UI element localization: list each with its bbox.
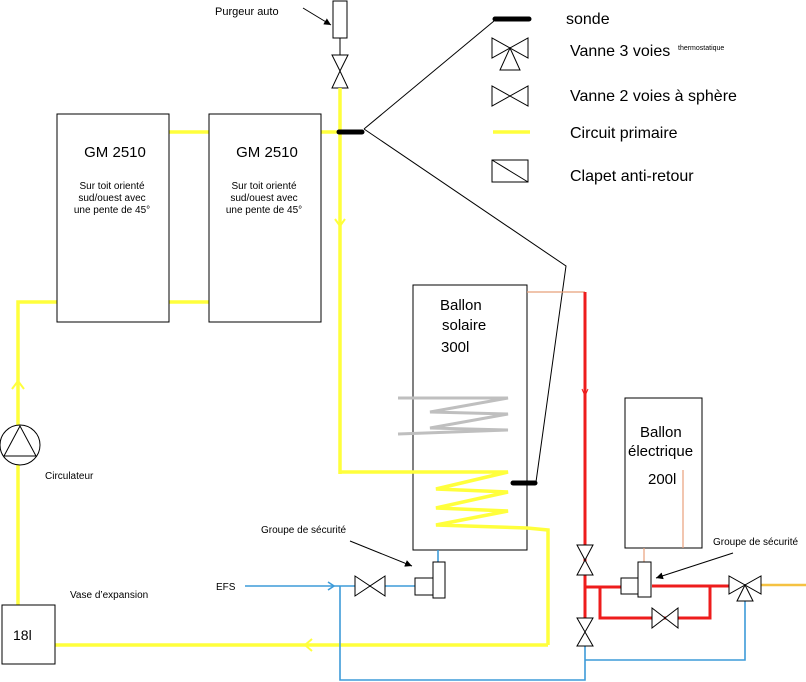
hot-bypass-pipe — [598, 584, 730, 620]
sensor-wire-to-tank — [363, 128, 567, 483]
valve-triangle — [743, 575, 762, 595]
legend-sonde-label: sonde — [566, 11, 610, 28]
air-vent-body — [332, 0, 348, 39]
solar-tank-safety-group: Groupe de sécurité — [261, 525, 446, 599]
legend-2-way-valve-icon — [491, 85, 529, 107]
hot-line-ball-valve-icon — [576, 544, 594, 576]
collector-desc-line: sud/ouest avec — [78, 193, 145, 204]
legend-2-way-valve-label: Vanne 2 voies à sphère — [570, 88, 737, 105]
air-vent-pointer-arrow — [302, 7, 332, 26]
expansion-vessel-body — [1, 604, 56, 665]
valve-triangle — [369, 575, 386, 597]
hot-flow-arrow-down — [581, 388, 589, 398]
check-valve-diagonal — [491, 159, 529, 183]
circulator-label: Circulateur — [45, 471, 94, 482]
solar-tank-primary-coil — [340, 470, 550, 645]
expansion-vessel-label: Vase d’expansion — [70, 590, 148, 601]
primary-flow-arrow-up — [11, 379, 25, 390]
legend-primary-circuit-label: Circuit primaire — [570, 125, 678, 142]
safety-group-body — [414, 577, 434, 596]
air-vent-label: Purgeur auto — [215, 6, 279, 18]
collector-2: GM 2510 Sur toit orienté sud/ouest avec … — [208, 113, 322, 323]
thermostatic-3-way-valve-icon — [728, 575, 762, 602]
primary-pipe-return-left — [16, 300, 57, 605]
safety-group-body — [432, 561, 446, 599]
valve-triangle — [331, 69, 349, 89]
cold-pipe-to-mixing-valve — [585, 600, 746, 661]
collector-panel — [56, 113, 170, 323]
collector-model: GM 2510 — [84, 144, 146, 161]
expansion-vessel-volume: 18l — [13, 627, 32, 643]
air-vent: Purgeur auto — [215, 0, 349, 89]
safety-group-label: Groupe de sécurité — [261, 525, 346, 536]
electric-tank-label-line: électrique — [628, 443, 693, 460]
electric-tank-content: Ballon électrique 200l — [628, 424, 693, 488]
expansion-vessel: Vase d’expansion 18l — [1, 590, 148, 665]
valve-triangle — [508, 85, 529, 107]
collector-desc-line: une pente de 45° — [226, 205, 302, 216]
legend-check-valve-label: Clapet anti-retour — [570, 168, 694, 185]
valve-triangle — [491, 37, 512, 59]
valve-triangle — [736, 583, 754, 602]
collector-1: GM 2510 Sur toit orienté sud/ouest avec … — [56, 113, 170, 323]
primary-flow-arrow-left — [303, 638, 313, 652]
sensor-wiring — [363, 20, 567, 483]
collector-desc-line: Sur toit orienté — [231, 181, 296, 192]
collector-desc-line: une pente de 45° — [74, 205, 150, 216]
circulator-triangle — [3, 424, 37, 457]
valve-triangle — [331, 54, 349, 73]
valve-triangle — [728, 575, 747, 595]
safety-group-body — [620, 577, 639, 595]
primary-flow-arrow-down — [334, 218, 346, 228]
bypass-ball-valve-icon — [651, 606, 679, 630]
valve-triangle — [576, 558, 594, 576]
valve-triangle — [576, 544, 594, 562]
cold-inlet-ball-valve-icon — [354, 575, 386, 597]
valve-triangle — [499, 46, 521, 71]
air-vent-valve-icon — [331, 54, 349, 89]
solar-tank-auxiliary-coil — [397, 396, 509, 436]
collector-desc-line: Sur toit orienté — [79, 181, 144, 192]
valve-triangle — [508, 37, 529, 59]
legend: sonde Vanne 3 voies thermostatique Vanne… — [491, 11, 737, 185]
solar-tank — [412, 284, 528, 551]
electric-tank-safety-group: Groupe de sécurité — [620, 537, 798, 598]
solar-tank-content: Ballon solaire 300l — [397, 297, 538, 486]
electric-tank-label-line: Ballon — [640, 424, 682, 441]
solar-tank-label-line: solaire — [442, 317, 486, 334]
legend-3-way-valve-note: thermostatique — [678, 45, 724, 52]
cold-pipe-bottom-loop — [339, 586, 586, 681]
safety-group-body — [637, 561, 652, 598]
cold-water-inlet-label: EFS — [216, 582, 236, 593]
drain-ball-valve-icon — [576, 617, 594, 647]
sensor-wire-to-legend — [363, 20, 495, 130]
safety-group-pointer-arrow — [349, 540, 413, 567]
electric-tank-label-line: 200l — [648, 471, 676, 488]
valve-triangle — [576, 630, 594, 647]
safety-group-label: Groupe de sécurité — [713, 537, 798, 548]
collector-panel — [208, 113, 322, 323]
safety-group-pointer-arrow — [655, 552, 734, 580]
solar-tank-label-line: 300l — [441, 339, 469, 356]
collector-desc-line: sud/ouest avec — [230, 193, 297, 204]
circulator: Circulateur — [0, 424, 94, 482]
valve-triangle — [651, 606, 666, 630]
solar-tank-label-line: Ballon — [440, 297, 482, 314]
valve-triangle — [664, 606, 679, 630]
cold-flow-arrow-right — [327, 581, 336, 591]
legend-3-way-valve-label: Vanne 3 voies — [570, 43, 670, 60]
electric-tank — [624, 397, 703, 549]
valve-triangle — [354, 575, 371, 597]
valve-triangle — [491, 85, 512, 107]
collector-model: GM 2510 — [236, 144, 298, 161]
valve-triangle — [576, 617, 594, 634]
cold-water-circuit: EFS — [216, 550, 746, 681]
legend-check-valve-icon — [491, 159, 529, 183]
legend-3-way-valve-icon — [491, 37, 529, 71]
